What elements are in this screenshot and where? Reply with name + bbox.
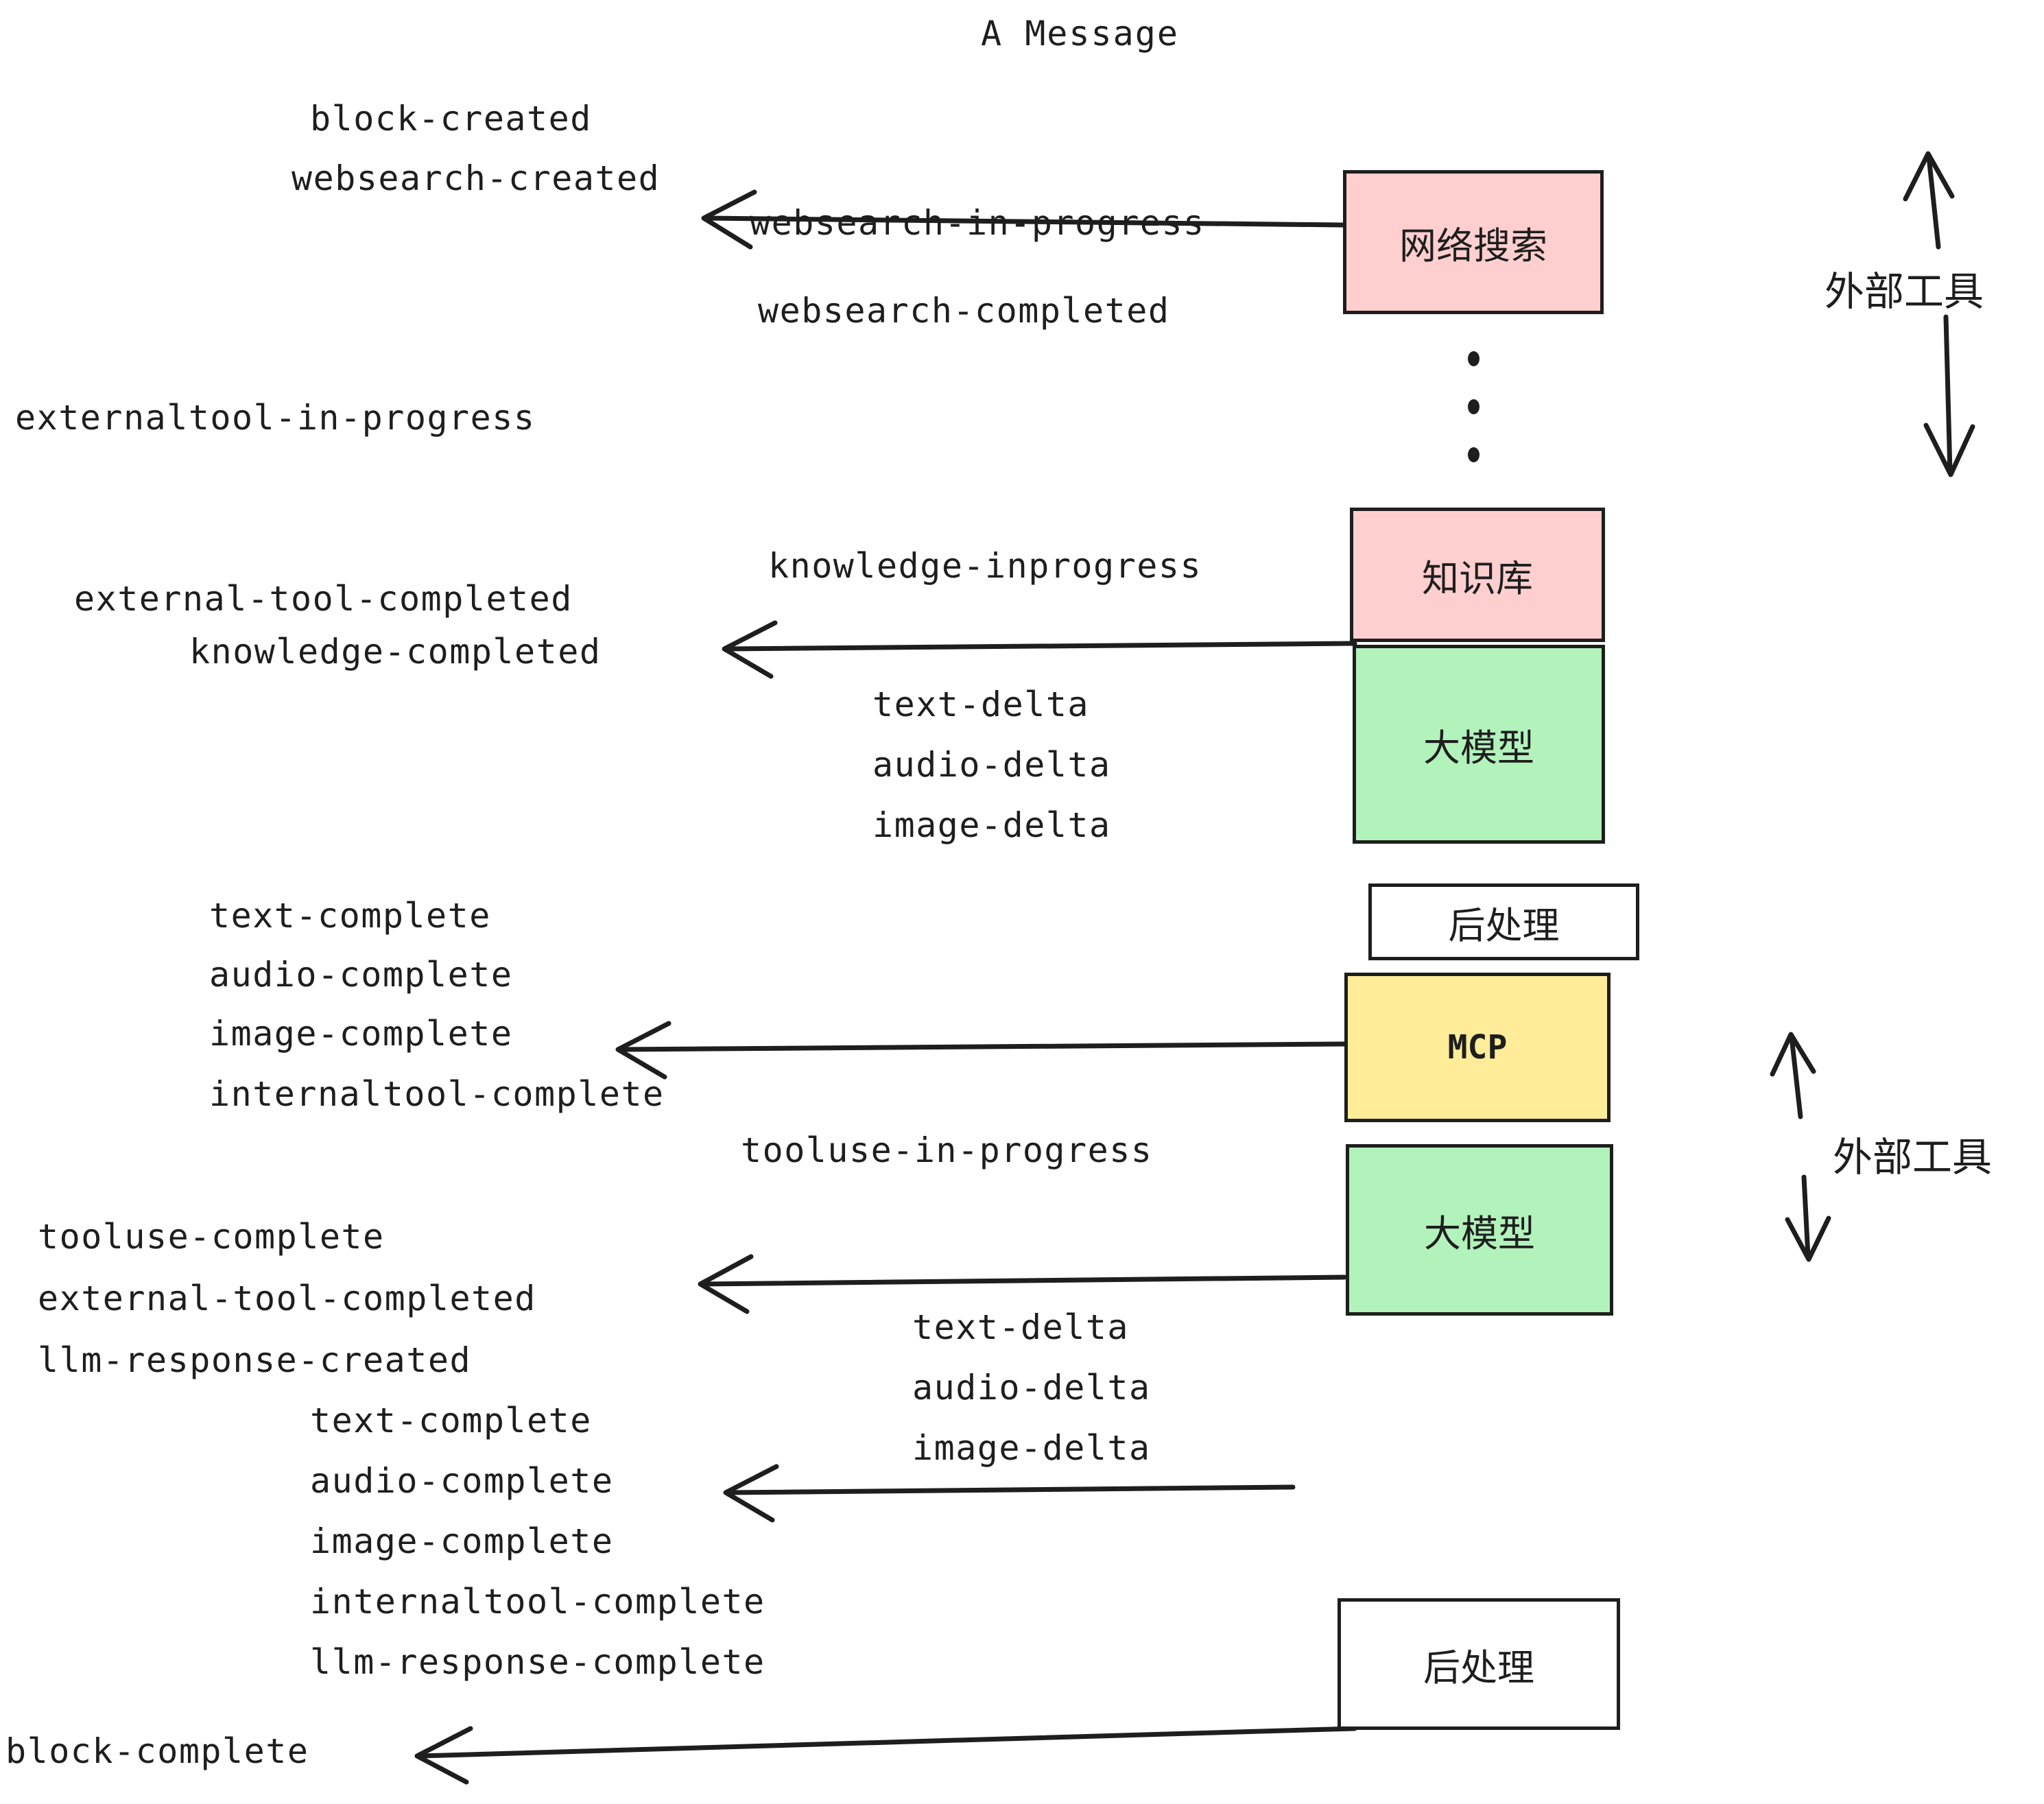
arrow-postprocess1-to-image-complete (615, 1021, 1348, 1080)
event-external-tool-completed-1: external-tool-completed (74, 579, 573, 619)
node-postprocess-1-label: 后处理 (1448, 903, 1560, 947)
event-websearch-completed: websearch-completed (758, 291, 1170, 331)
node-llm-2[interactable]: 大模型 (1346, 1144, 1613, 1316)
event-text-delta-1: text-delta (872, 685, 1090, 724)
arrow-external-tools-down-top (1923, 314, 1975, 477)
event-tooluse-complete: tooluse-complete (38, 1217, 385, 1257)
event-external-tool-completed-2: external-tool-completed (38, 1279, 536, 1318)
arrow-mcp-to-tooluse-complete (698, 1254, 1347, 1314)
node-mcp-label: MCP (1447, 1028, 1508, 1067)
event-image-delta-1: image-delta (872, 805, 1111, 845)
node-websearch-label: 网络搜索 (1399, 224, 1547, 268)
event-websearch-in-progress: websearch-in-progress (750, 203, 1205, 243)
event-internaltool-complete-1: internaltool-complete (209, 1074, 665, 1114)
node-postprocess-2[interactable]: 后处理 (1338, 1598, 1620, 1730)
event-tooluse-in-progress: tooluse-in-progress (741, 1130, 1153, 1170)
ellipsis-dot-1 (1468, 351, 1479, 366)
event-text-delta-2: text-delta (912, 1307, 1130, 1347)
arrow-postprocess2-to-block-complete (414, 1726, 1357, 1785)
arrow-external-tools-up-top (1903, 151, 1955, 250)
node-websearch[interactable]: 网络搜索 (1343, 170, 1604, 314)
event-audio-complete-2: audio-complete (310, 1461, 614, 1501)
ellipsis-dot-2 (1468, 399, 1479, 414)
event-knowledge-inprogress: knowledge-inprogress (768, 546, 1202, 586)
event-block-created: block-created (310, 99, 592, 139)
event-image-complete-1: image-complete (209, 1014, 513, 1054)
page-title: A Message (981, 14, 1179, 54)
arrow-knowledge-to-completed (722, 620, 1357, 679)
event-llm-response-created: llm-response-created (38, 1340, 472, 1380)
ellipsis-dot-3 (1468, 447, 1479, 462)
node-llm-1-label: 大模型 (1423, 726, 1534, 770)
event-image-delta-2: image-delta (912, 1428, 1151, 1468)
event-audio-complete-1: audio-complete (209, 955, 513, 995)
node-mcp[interactable]: MCP (1344, 973, 1611, 1122)
label-external-tools-bottom: 外部工具 (1833, 1134, 1993, 1180)
event-text-complete-2: text-complete (310, 1401, 592, 1440)
node-llm-2-label: 大模型 (1424, 1211, 1535, 1255)
label-external-tools-top: 外部工具 (1825, 268, 1984, 315)
event-externaltool-in-progress: externaltool-in-progress (15, 398, 536, 438)
event-audio-delta-1: audio-delta (872, 745, 1111, 785)
node-knowledge-label: 知识库 (1422, 556, 1533, 600)
event-llm-response-complete: llm-response-complete (310, 1642, 765, 1682)
event-text-complete-1: text-complete (209, 896, 491, 936)
node-knowledge[interactable]: 知识库 (1350, 508, 1605, 642)
arrow-external-tools-down-bottom (1785, 1174, 1831, 1262)
event-image-complete-2: image-complete (310, 1521, 614, 1561)
node-postprocess-1[interactable]: 后处理 (1368, 883, 1639, 960)
event-internaltool-complete-2: internaltool-complete (310, 1582, 765, 1622)
event-knowledge-completed: knowledge-completed (189, 632, 602, 672)
event-audio-delta-2: audio-delta (912, 1368, 1151, 1408)
arrow-external-tools-up-bottom (1770, 1032, 1816, 1119)
event-block-complete: block-complete (5, 1731, 309, 1771)
event-websearch-created: websearch-created (292, 158, 661, 198)
arrow-llm2-to-audio-complete (723, 1464, 1296, 1523)
node-postprocess-2-label: 后处理 (1423, 1646, 1534, 1689)
node-llm-1[interactable]: 大模型 (1353, 645, 1605, 844)
